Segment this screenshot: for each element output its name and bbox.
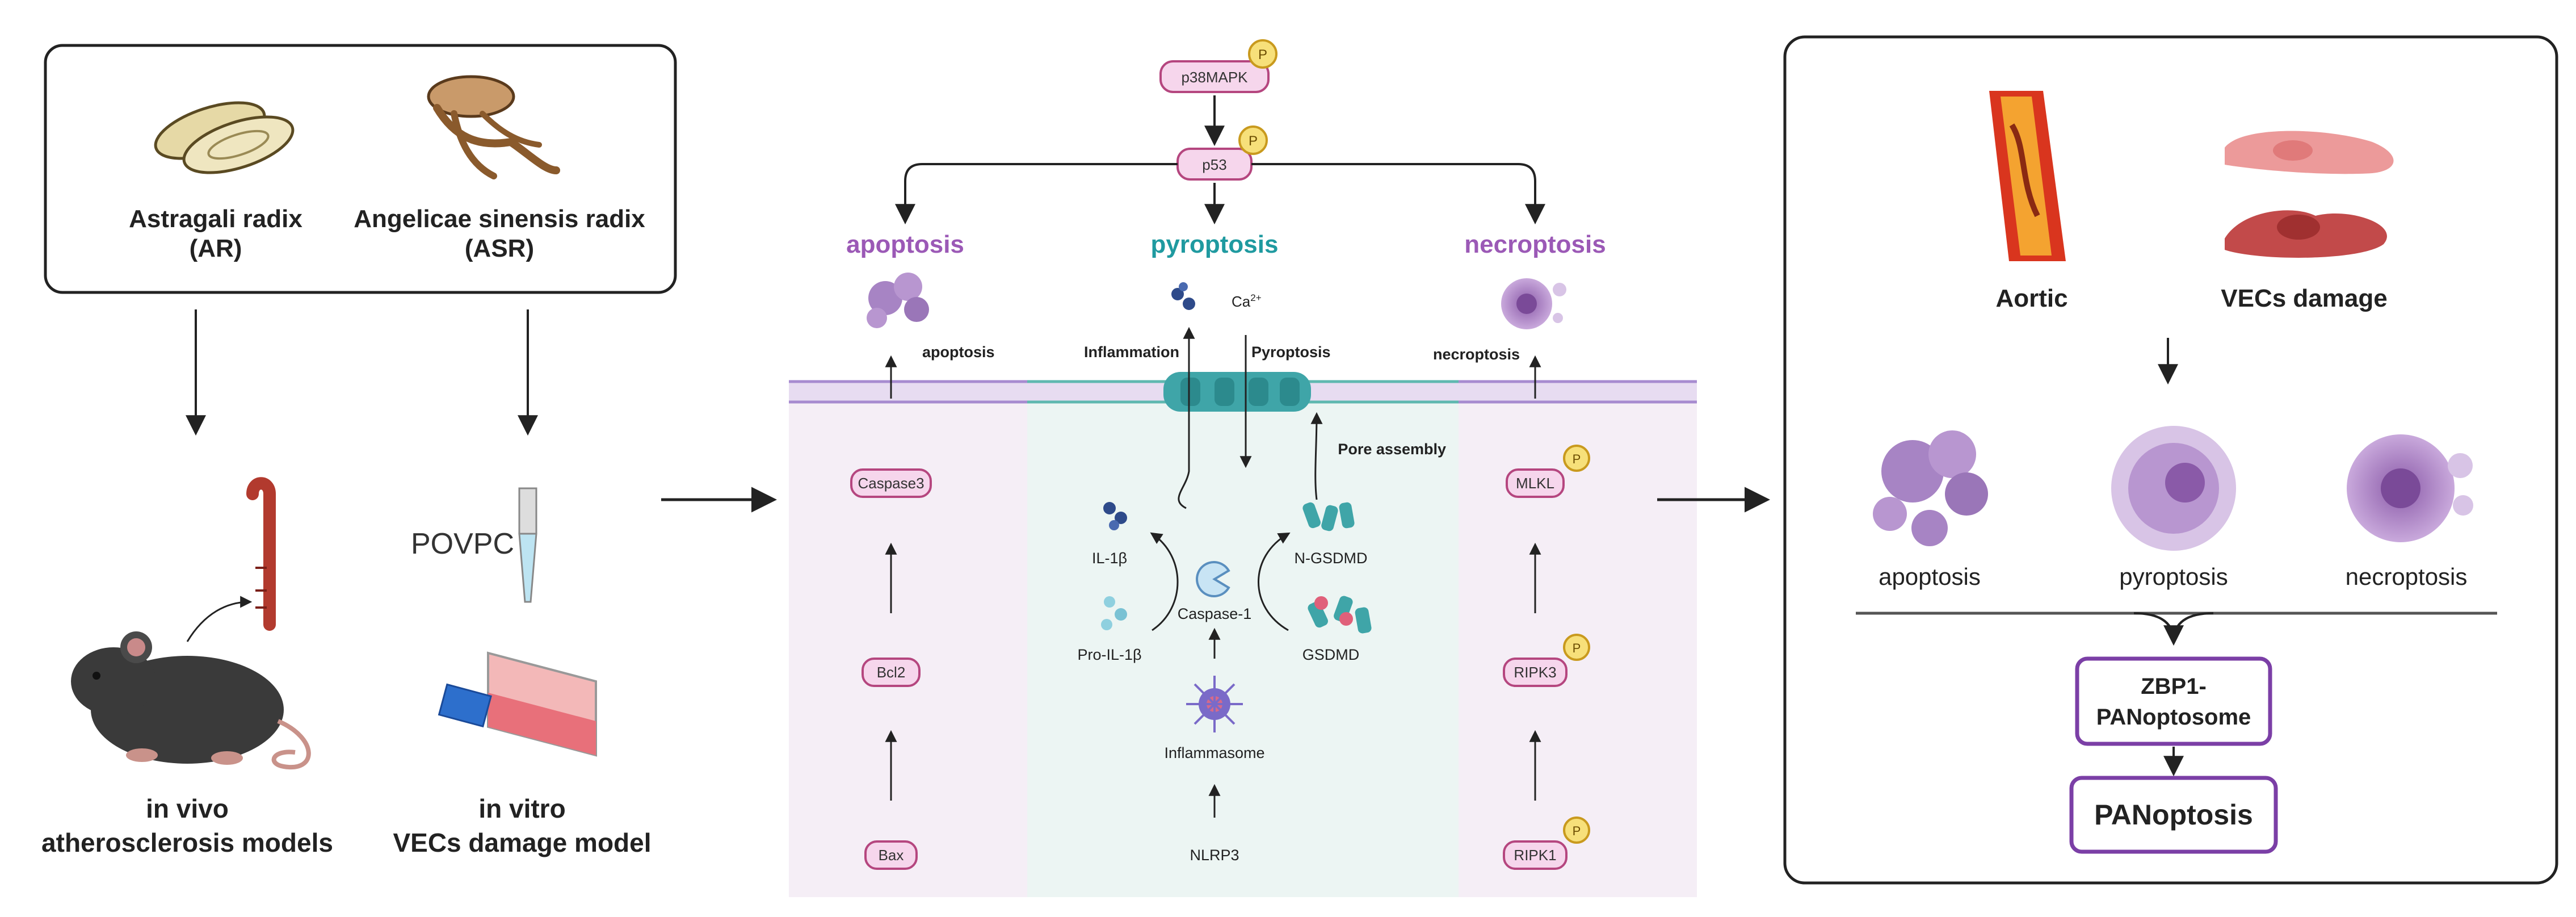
nlrp3-label: NLRP3 bbox=[1190, 847, 1239, 864]
astragali-radix-icon bbox=[154, 101, 295, 174]
pyroptotic-cell-large-icon bbox=[2111, 426, 2236, 551]
apoptotic-cell-icon bbox=[867, 273, 929, 328]
invitro-line1: in vitro bbox=[478, 794, 565, 823]
il1b-particles-icon bbox=[1103, 502, 1127, 530]
arrow-mouse-to-aorta bbox=[186, 596, 253, 642]
bax-label: Bax bbox=[879, 847, 904, 864]
asr-abbr: (ASR) bbox=[465, 235, 534, 262]
invitro-line2: VECs damage model bbox=[393, 828, 651, 857]
il1b-label: IL-1β bbox=[1092, 550, 1127, 567]
gsdmd-icon bbox=[1308, 596, 1372, 634]
p38-phospho-badge bbox=[1248, 39, 1278, 69]
panoptosis-label: PANoptosis bbox=[2094, 799, 2253, 831]
ripk1-phospho-label: P bbox=[1573, 824, 1581, 838]
vecs-damage-icon bbox=[2225, 131, 2394, 258]
apoptosis-title: apoptosis bbox=[846, 231, 964, 258]
ripk1-label: RIPK1 bbox=[1514, 847, 1556, 864]
calcium-label: Ca2+ bbox=[1232, 292, 1262, 310]
asr-name: Angelicae sinensis radix bbox=[354, 205, 645, 233]
ripk1-node bbox=[1503, 840, 1568, 870]
pro-il1b-particles-icon bbox=[1101, 596, 1127, 630]
caspase3-label: Caspase3 bbox=[858, 475, 924, 492]
merge-connector bbox=[1856, 612, 2497, 646]
invivo-line2: atherosclerosis models bbox=[41, 828, 333, 857]
zbp1-line1: ZBP1- bbox=[2141, 674, 2207, 699]
bcl2-node bbox=[862, 658, 921, 687]
invivo-line1: in vivo bbox=[146, 794, 229, 823]
vecs-damage-label: VECs damage bbox=[2221, 284, 2387, 312]
aortic-lesion-icon bbox=[1989, 91, 2066, 261]
zbp1-line2: PANoptosome bbox=[2096, 705, 2251, 730]
caspase1-icon bbox=[1196, 561, 1230, 597]
zbp1-panoptosome-box bbox=[2075, 656, 2272, 746]
p53-label: p53 bbox=[1202, 156, 1226, 173]
bcl2-label: Bcl2 bbox=[877, 664, 906, 681]
necroptotic-cell-icon bbox=[1501, 278, 1566, 329]
ripk1-phospho-badge bbox=[1563, 816, 1590, 844]
povpc-label: POVPC bbox=[411, 527, 514, 560]
apoptosis-panel bbox=[789, 380, 1027, 897]
panoptosis-box bbox=[2069, 776, 2278, 854]
p53-phospho-label: P bbox=[1249, 133, 1258, 149]
necroptotic-cell-large-icon bbox=[2347, 434, 2473, 542]
gsdmd-label: GSDMD bbox=[1302, 646, 1360, 663]
mlkl-label: MLKL bbox=[1516, 475, 1554, 492]
herbs-box bbox=[44, 44, 677, 294]
n-gsdmd-icon bbox=[1302, 502, 1355, 531]
p53-phospho-badge bbox=[1238, 125, 1268, 155]
angelica-root-icon bbox=[427, 75, 560, 179]
mouse-icon bbox=[71, 631, 311, 770]
p38-phospho-label: P bbox=[1258, 47, 1267, 62]
necroptosis-title: necroptosis bbox=[1464, 231, 1606, 258]
mlkl-phospho-badge bbox=[1563, 445, 1590, 472]
pore-assembly-label: Pore assembly bbox=[1338, 441, 1446, 458]
inflammasome-label: Inflammasome bbox=[1164, 744, 1264, 761]
inflammation-label: Inflammation bbox=[1084, 344, 1179, 361]
ripk3-phospho-badge bbox=[1563, 634, 1590, 661]
mlkl-phospho-label: P bbox=[1573, 452, 1581, 466]
aorta-icon bbox=[246, 477, 276, 631]
pipette-icon bbox=[518, 487, 537, 603]
caspase3-node bbox=[850, 468, 932, 498]
mlkl-node bbox=[1506, 468, 1565, 498]
necroptosis-outcome: necroptosis bbox=[1433, 346, 1520, 363]
aortic-label: Aortic bbox=[1995, 284, 2067, 312]
p38mapk-node bbox=[1159, 60, 1270, 93]
ripk3-phospho-label: P bbox=[1573, 641, 1581, 655]
ripk3-node bbox=[1503, 658, 1568, 687]
caspase1-label: Caspase-1 bbox=[1178, 605, 1252, 622]
gasdermin-pore-icon bbox=[1163, 372, 1311, 412]
apoptotic-cell-large-icon bbox=[1873, 430, 1988, 546]
ar-abbr: (AR) bbox=[190, 235, 242, 262]
inflammasome-icon bbox=[1186, 676, 1243, 732]
ar-name: Astragali radix bbox=[129, 205, 302, 233]
inflammatory-particles-icon bbox=[1171, 282, 1195, 310]
pyroptosis-title: pyroptosis bbox=[1151, 231, 1279, 258]
result-apoptosis-label: apoptosis bbox=[1879, 563, 1981, 590]
pyroptosis-panel bbox=[1027, 380, 1459, 897]
p38mapk-label: p38MAPK bbox=[1181, 69, 1248, 86]
apoptosis-outcome: apoptosis bbox=[922, 344, 995, 361]
result-pyroptosis-label: pyroptosis bbox=[2119, 563, 2228, 590]
result-necroptosis-label: necroptosis bbox=[2346, 563, 2468, 590]
ripk3-label: RIPK3 bbox=[1514, 664, 1556, 681]
pyroptosis-outcome: Pyroptosis bbox=[1251, 344, 1331, 361]
n-gsdmd-label: N-GSDMD bbox=[1295, 550, 1368, 567]
bax-node bbox=[864, 840, 918, 870]
pro-il1b-label: Pro-IL-1β bbox=[1077, 646, 1141, 663]
culture-flask-icon bbox=[438, 651, 597, 757]
